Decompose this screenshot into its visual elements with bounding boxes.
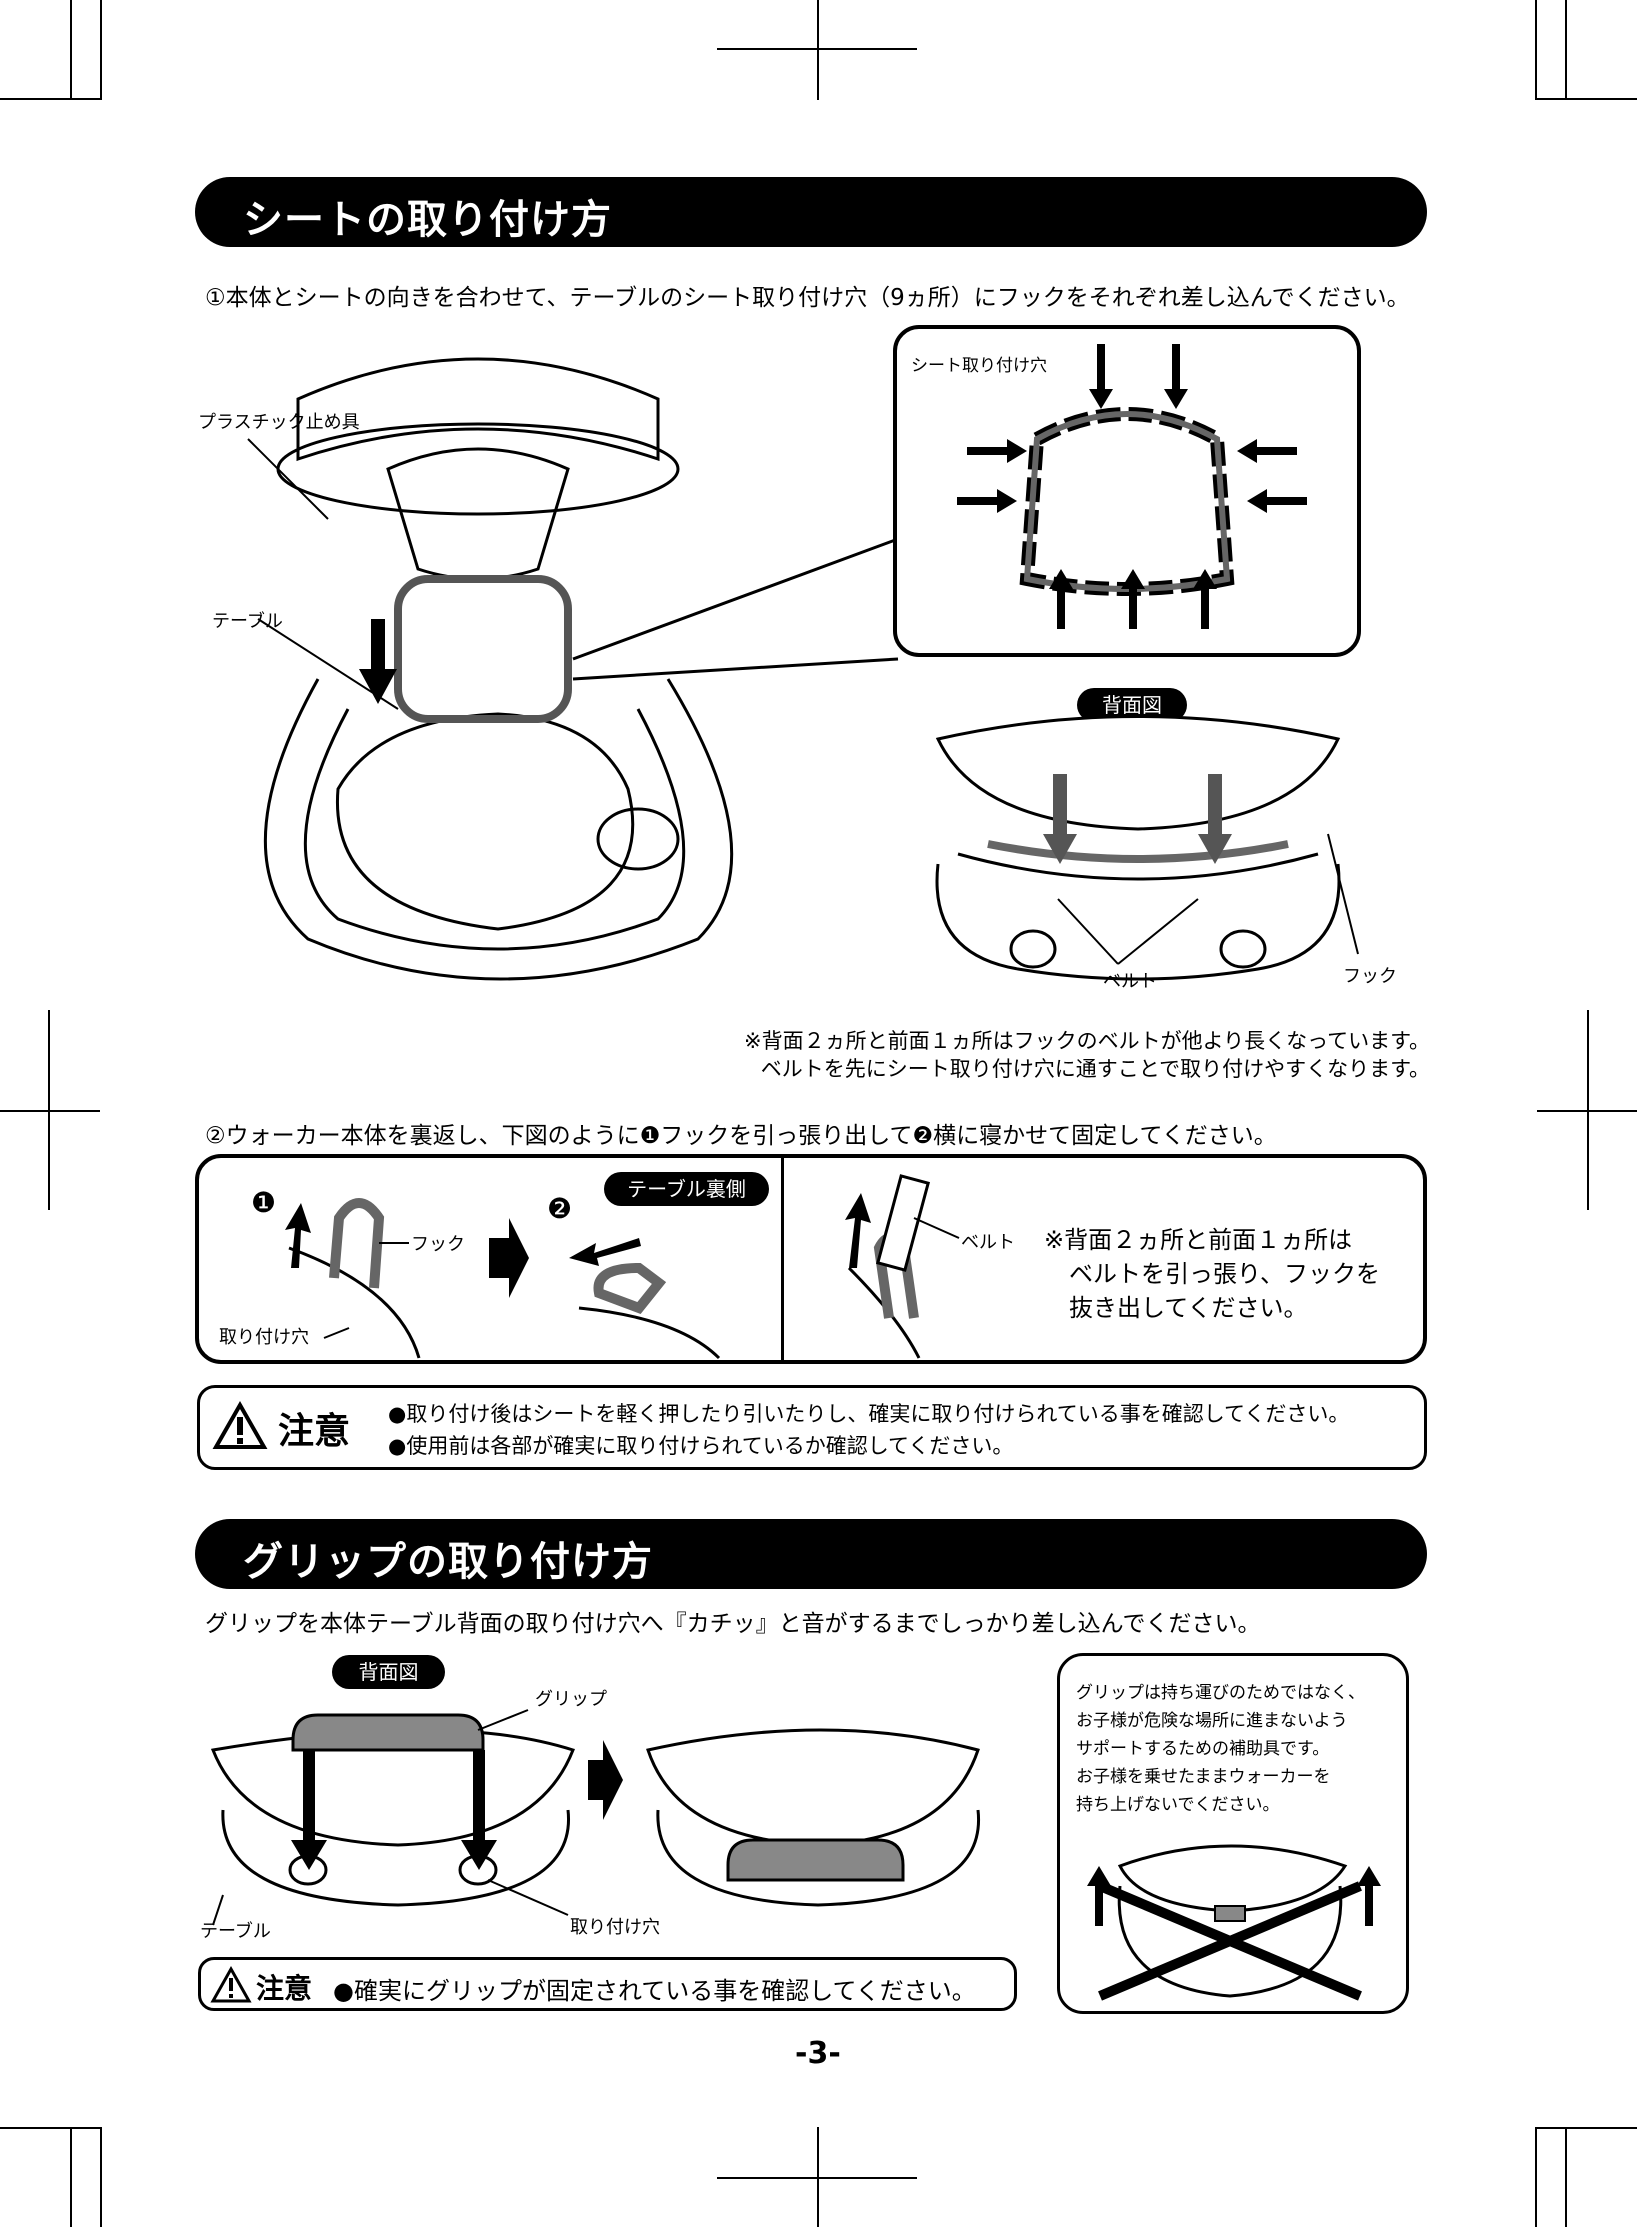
grip-caution-box: 注意 ●確実にグリップが固定されている事を確認してください。	[198, 1957, 1017, 2011]
label-hook: フック	[411, 1234, 465, 1255]
panel-note: ベルトを引っ張り、フックを	[1069, 1260, 1381, 1288]
crop-mark	[100, 2127, 102, 2227]
warning-line: グリップは持ち運びのためではなく、	[1076, 1683, 1365, 1703]
crop-mark	[817, 2127, 819, 2227]
crop-mark	[0, 98, 100, 100]
crop-mark	[1565, 0, 1567, 100]
table-back-badge: テーブル裏側	[604, 1172, 769, 1206]
rear-view-badge: 背面図	[332, 1655, 445, 1689]
crop-mark	[100, 0, 102, 100]
callout-box: シート取り付け穴	[893, 325, 1361, 657]
section-title-bar: シートの取り付け方	[195, 177, 1427, 247]
section-title-bar: グリップの取り付け方	[195, 1519, 1427, 1589]
label-hook: フック	[1343, 966, 1397, 987]
note-line: ※背面２ヵ所と前面１ヵ所はフックのベルトが他より長くなっています。	[743, 1029, 1430, 1053]
label-grip: グリップ	[535, 1689, 607, 1710]
crop-mark	[48, 1010, 50, 1210]
step1-text: ①本体とシートの向きを合わせて、テーブルのシート取り付け穴（9ヵ所）にフックをそ…	[205, 285, 1410, 311]
section-title: グリップの取り付け方	[243, 1539, 653, 1585]
warning-line: お子様が危険な場所に進まないよう	[1076, 1711, 1348, 1731]
panel-divider	[781, 1158, 784, 1360]
step2-panel: ❶ ❷ テーブル裏側 フック 取り付け穴 ベルト ※背面２ヵ所と前面１ヵ所は ベ…	[195, 1154, 1427, 1364]
seat-illustration	[247, 357, 899, 981]
caution-label: 注意	[256, 1972, 313, 2005]
caution-box: 注意 ●取り付け後はシートを軽く押したり引いたりし、確実に取り付けられている事を…	[197, 1385, 1427, 1470]
step-number-2: ❷	[547, 1192, 573, 1225]
rear-view-illustration	[935, 715, 1359, 981]
panel-note: 抜き出してください。	[1069, 1294, 1308, 1322]
crop-mark	[0, 2127, 100, 2129]
label-table: テーブル	[200, 1921, 271, 1942]
warning-icon	[212, 1400, 268, 1449]
crop-mark	[1565, 2127, 1567, 2227]
crop-mark	[1535, 0, 1537, 100]
crop-mark	[70, 0, 72, 100]
warning-line: お子様を乗せたままウォーカーを	[1076, 1767, 1331, 1787]
grip-install-illustration	[210, 1709, 981, 1926]
label-seat-holes: シート取り付け穴	[911, 356, 1047, 376]
warning-line: 持ち上げないでください。	[1076, 1795, 1280, 1815]
seat-hole-ring	[957, 344, 1307, 629]
crop-mark	[1537, 98, 1637, 100]
caution-text: ●確実にグリップが固定されている事を確認してください。	[333, 1977, 976, 2005]
label-table: テーブル	[212, 611, 283, 632]
label-belt: ベルト	[1103, 971, 1157, 992]
label-plastic-stopper: プラスチック止め具	[198, 412, 360, 433]
do-not-lift-illustration	[1087, 1844, 1381, 2001]
label-mount-hole: 取り付け穴	[219, 1327, 309, 1348]
grip-warning-box: グリップは持ち運びのためではなく、 お子様が危険な場所に進まないよう サポートす…	[1057, 1653, 1409, 2014]
caution-line: ●使用前は各部が確実に取り付けられているか確認してください。	[388, 1434, 1014, 1458]
note-line: ベルトを先にシート取り付け穴に通すことで取り付けやすくなります。	[760, 1057, 1430, 1081]
section-title: シートの取り付け方	[243, 197, 612, 243]
crop-mark	[1535, 2127, 1537, 2227]
label-mount-hole: 取り付け穴	[570, 1917, 660, 1938]
crop-mark	[1537, 2127, 1637, 2129]
panel-note: ※背面２ヵ所と前面１ヵ所は	[1044, 1226, 1353, 1254]
caution-label: 注意	[278, 1411, 351, 1452]
crop-mark	[0, 1110, 100, 1112]
hook-steps-illustration	[285, 1174, 960, 1360]
page-number: -3-	[795, 2036, 841, 2071]
warning-line: サポートするための補助具です。	[1076, 1739, 1330, 1759]
label-belt: ベルト	[961, 1232, 1015, 1253]
crop-mark	[1587, 1010, 1589, 1210]
crop-mark	[70, 2127, 72, 2227]
crop-mark	[817, 0, 819, 100]
warning-icon	[210, 1965, 252, 2003]
grip-instruction: グリップを本体テーブル背面の取り付け穴へ『カチッ』と音がするまでしっかり差し込ん…	[205, 1611, 1261, 1637]
caution-line: ●取り付け後はシートを軽く押したり引いたりし、確実に取り付けられている事を確認し…	[388, 1402, 1350, 1426]
step-number-1: ❶	[251, 1186, 277, 1219]
step2-text: ②ウォーカー本体を裏返し、下図のように❶フックを引っ張り出して❷横に寝かせて固定…	[205, 1123, 1277, 1149]
